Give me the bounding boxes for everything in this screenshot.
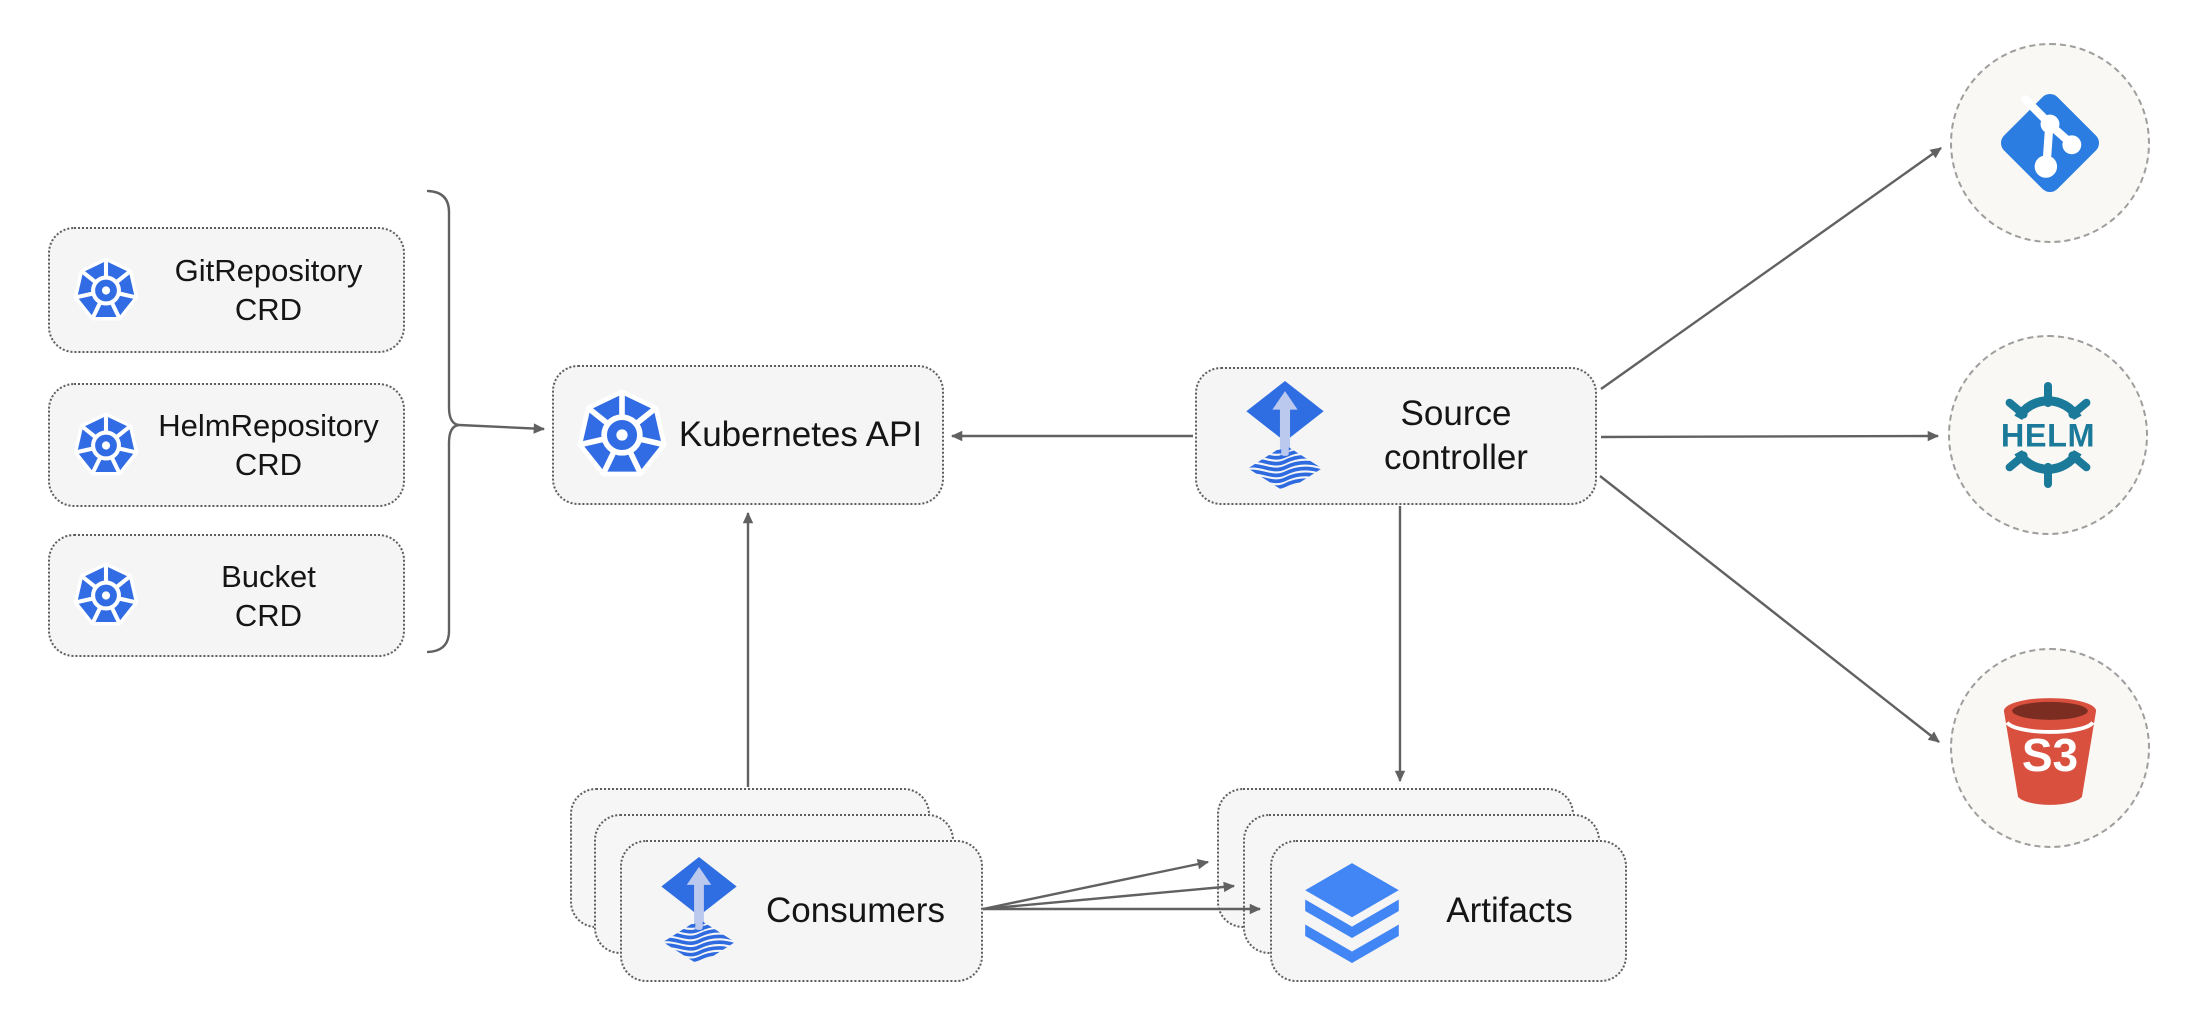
node-gitrepository-crd: GitRepository CRD bbox=[48, 227, 405, 353]
crd-group-bracket bbox=[426, 189, 460, 654]
node-helmrepository-crd: HelmRepository CRD bbox=[48, 383, 405, 507]
flux-icon bbox=[1243, 381, 1327, 492]
edge-consumers-to-artifacts-2 bbox=[982, 881, 1236, 911]
edge-crds-to-kubernetes-api bbox=[458, 423, 546, 434]
source-controller-label: Source controller bbox=[1384, 394, 1528, 477]
helm-icon: HELM bbox=[1991, 378, 2105, 492]
node-kubernetes-api: Kubernetes API bbox=[552, 365, 944, 505]
edge-source-to-helm bbox=[1600, 430, 1940, 442]
node-artifacts: Artifacts bbox=[1270, 840, 1627, 982]
node-bucket-crd: Bucket CRD bbox=[48, 534, 405, 657]
node-source-controller: Source controller bbox=[1195, 367, 1597, 505]
s3-wordmark: S3 bbox=[2022, 729, 2078, 781]
node-helm-source: HELM bbox=[1948, 335, 2148, 535]
s3-icon: S3 bbox=[1986, 684, 2114, 812]
kubernetes-icon bbox=[72, 255, 140, 326]
bucket-crd-label: Bucket CRD bbox=[221, 558, 316, 633]
node-git-source bbox=[1950, 43, 2150, 243]
git-icon bbox=[1991, 84, 2109, 202]
node-s3-source: S3 bbox=[1950, 648, 2150, 848]
kubernetes-icon bbox=[72, 410, 140, 481]
edge-source-to-s3 bbox=[1599, 475, 1940, 743]
gitrepository-crd-label: GitRepository CRD bbox=[174, 253, 363, 327]
flux-icon bbox=[658, 857, 740, 965]
edge-source-to-git bbox=[1600, 147, 1942, 390]
helmrepository-crd-label: HelmRepository CRD bbox=[158, 408, 379, 482]
node-consumers: Consumers bbox=[620, 840, 983, 982]
kubernetes-icon bbox=[575, 386, 669, 484]
edge-consumers-to-artifacts-1 bbox=[982, 859, 1210, 911]
layers-icon bbox=[1300, 859, 1404, 963]
helm-wordmark: HELM bbox=[2001, 417, 2095, 453]
artifacts-label: Artifacts bbox=[1446, 891, 1573, 930]
kubernetes-icon bbox=[72, 560, 140, 631]
consumers-label: Consumers bbox=[766, 891, 945, 930]
kubernetes-api-label: Kubernetes API bbox=[678, 415, 923, 454]
